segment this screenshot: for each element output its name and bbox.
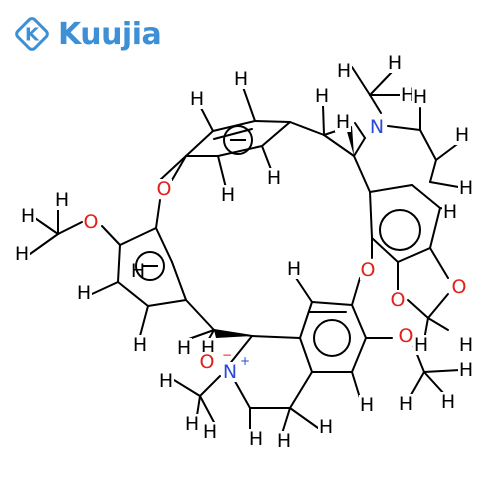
positive-charge-label: + — [240, 354, 250, 368]
atom-label-background — [83, 212, 99, 232]
atom-label-background — [222, 362, 238, 382]
logo-icon-letter: K — [25, 25, 40, 46]
atom-label-background — [199, 352, 215, 372]
hydrogen-atom-label: H — [234, 68, 248, 90]
hydrogen-atom-label: H — [203, 421, 217, 443]
atom-label-background — [158, 371, 174, 391]
hydrogen-atom-label: H — [177, 337, 191, 359]
hydrogen-atom-label: H — [336, 111, 350, 133]
kuujia-logo: K Kuujia — [12, 14, 162, 54]
hydrogen-atom-label: H — [337, 60, 351, 82]
hydrogen-atom-label: H — [15, 243, 29, 265]
atom-label-background — [442, 202, 458, 222]
hydrogen-atom-label: H — [267, 167, 281, 189]
negative-charge-label: − — [222, 348, 232, 362]
atom-label-background — [359, 395, 375, 415]
atom-label-background — [387, 53, 403, 73]
atom-label-background — [54, 190, 70, 210]
hydrogen-atom-label: H — [185, 413, 199, 435]
hydrogen-atom-label: H — [159, 370, 173, 392]
atom-label-background — [458, 360, 474, 380]
atom-label-background — [276, 431, 292, 451]
hydrogen-atom-label: H — [399, 393, 413, 415]
hydrogen-atom-label: H — [414, 334, 428, 356]
atom-label-background — [458, 335, 474, 355]
atom-label-background — [176, 338, 192, 358]
atom-label-background — [220, 185, 236, 205]
hydrogen-atom-label: H — [441, 391, 455, 413]
hydrogen-atom-label: H — [459, 359, 473, 381]
atom-label-background — [266, 168, 282, 188]
hydrogen-atom-label: H — [459, 177, 473, 199]
atom-label-background — [318, 417, 334, 437]
hydrogen-atom-label: H — [360, 394, 374, 416]
hydrogen-atom-label: H — [455, 124, 469, 146]
atom-label-background — [20, 206, 36, 226]
hydrogen-atom-label: H — [459, 334, 473, 356]
atom-label-background — [458, 178, 474, 198]
atom-label-background — [413, 335, 429, 355]
nitrogen-atom-label: N — [223, 361, 237, 383]
oxygen-atom-label: O — [361, 259, 376, 281]
oxygen-atom-label: O — [157, 178, 172, 200]
wedge-bond-upper — [346, 126, 354, 156]
hydrogen-atom-label: H — [315, 85, 329, 107]
atom-label-background — [184, 414, 200, 434]
hydrogen-atom-label: H — [413, 86, 427, 108]
atom-label-background — [314, 86, 330, 106]
hydrogen-atom-label: H — [388, 52, 402, 74]
hydrogen-atom-label: H — [443, 201, 457, 223]
atom-label-background — [76, 283, 92, 303]
hydrogen-atom-label: H — [221, 184, 235, 206]
hydrogen-atom-label: H — [131, 260, 145, 282]
atom-label-background — [398, 326, 414, 346]
atom-label-background — [440, 392, 456, 412]
atom-label-background — [156, 179, 172, 199]
atom-label-background — [132, 335, 148, 355]
hydrogen-atom-label: H — [55, 189, 69, 211]
atom-label-background — [286, 259, 302, 279]
hydrogen-atom-label: H — [401, 84, 415, 106]
negative-charge-circle — [223, 125, 253, 155]
aromatic-ring-circle — [313, 319, 351, 357]
wedge-bond-lower — [214, 330, 252, 338]
atom-label-background — [233, 69, 249, 89]
negative-charge-circle — [135, 251, 165, 281]
atom-label-background — [390, 290, 406, 310]
hydrogen-atom-label: H — [190, 88, 204, 110]
aromatic-ring-circle — [379, 209, 421, 251]
hydrogen-atom-label: H — [287, 258, 301, 280]
atom-label-background — [454, 125, 470, 145]
oxygen-atom-label: O — [452, 276, 467, 298]
oxygen-atom-label: O — [399, 325, 414, 347]
oxygen-atom-label: O — [391, 289, 406, 311]
bond-lines — [29, 66, 465, 441]
nitrogen-atom-label: N — [370, 116, 384, 138]
hydrogen-atom-label: H — [133, 334, 147, 356]
atom-label-background — [412, 87, 428, 107]
atom-label-background — [451, 277, 467, 297]
atom-label-background — [369, 117, 385, 137]
k-diamond-icon: K — [15, 17, 49, 51]
hydrogen-atom-label: H — [249, 428, 263, 450]
atom-label-background — [202, 422, 218, 442]
oxygen-atom-label: O — [84, 211, 99, 233]
atom-label-background — [248, 429, 264, 449]
atom-label-background — [336, 61, 352, 81]
atom-label-background — [398, 394, 414, 414]
oxygen-atom-label: O — [200, 351, 215, 373]
atom-label-background — [335, 112, 351, 132]
atom-label-background — [14, 244, 30, 264]
hydrogen-atom-label: H — [277, 430, 291, 452]
logo-brand-text: Kuujia — [58, 16, 162, 52]
hydrogen-atom-label: H — [319, 416, 333, 438]
atom-label-background — [360, 260, 376, 280]
hydrogen-atom-label: H — [77, 282, 91, 304]
atom-label-background — [189, 89, 205, 109]
hydrogen-atom-label: H — [21, 205, 35, 227]
